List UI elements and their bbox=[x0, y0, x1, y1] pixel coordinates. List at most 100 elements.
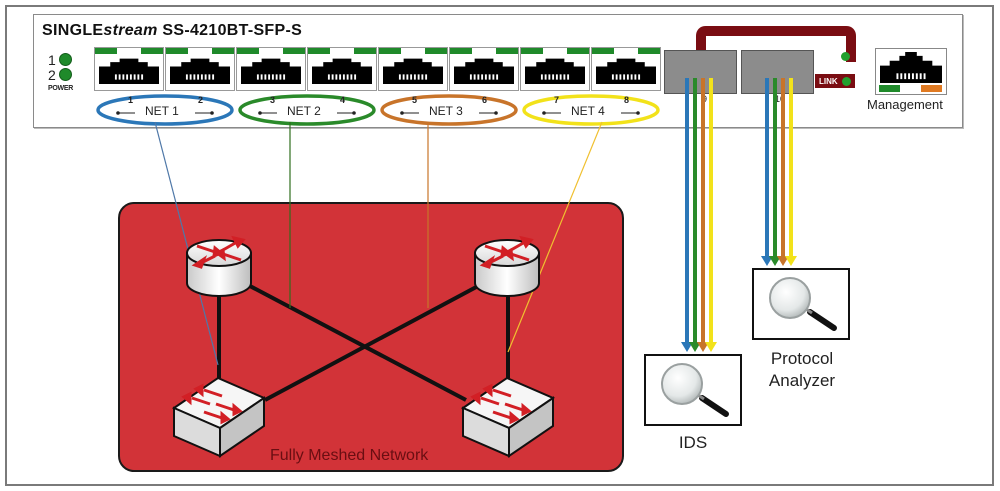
port-number-7: 7 bbox=[554, 95, 560, 105]
power-led-2: 2 bbox=[48, 67, 88, 83]
management-port bbox=[875, 48, 947, 95]
link-led-icon bbox=[841, 76, 851, 86]
brand-italic: stream bbox=[103, 22, 158, 39]
net-4-ellipse bbox=[522, 94, 660, 126]
port-number-1: 1 bbox=[128, 95, 134, 105]
router-left-icon bbox=[186, 235, 252, 297]
rj45-jack-icon bbox=[312, 56, 372, 84]
stream-arrowhead bbox=[785, 256, 797, 266]
stream-arrows-protocol-analyzer bbox=[761, 78, 797, 266]
net-connector-dot bbox=[352, 111, 356, 115]
management-label: Management bbox=[867, 97, 943, 112]
power-led-group: 1 2 POWER bbox=[48, 52, 88, 93]
switch-right-icon bbox=[460, 376, 556, 458]
stream-arrowhead bbox=[777, 256, 789, 266]
port-number-4: 4 bbox=[340, 95, 346, 105]
rj45-jack-icon bbox=[99, 56, 159, 84]
sfp-port-number: 10 bbox=[775, 94, 786, 104]
port-led-strip bbox=[166, 48, 234, 54]
mgmt-status-bar-orange bbox=[921, 85, 942, 92]
net-4-label: NET 4 bbox=[571, 104, 605, 118]
port-led-strip bbox=[592, 48, 660, 54]
ids-tool-box bbox=[644, 354, 742, 426]
stream-arrowhead bbox=[697, 342, 709, 352]
led-icon bbox=[58, 53, 72, 66]
port-number-8: 8 bbox=[624, 95, 630, 105]
stream-arrowhead bbox=[761, 256, 773, 266]
led-icon bbox=[58, 68, 72, 81]
port-led-strip bbox=[521, 48, 589, 54]
router-right-icon bbox=[474, 235, 540, 297]
mesh-network-label: Fully Meshed Network bbox=[270, 447, 429, 464]
ethernet-port-8 bbox=[591, 47, 661, 91]
model-name: SS-4210BT-SFP-S bbox=[162, 22, 303, 39]
mesh-link bbox=[264, 283, 481, 402]
port-number-3: 3 bbox=[270, 95, 276, 105]
mesh-links bbox=[217, 283, 510, 402]
stream-arrowhead bbox=[705, 342, 717, 352]
net-3-ellipse bbox=[380, 94, 518, 126]
rj45-jack-icon bbox=[596, 56, 656, 84]
brand-plain: SINGLE bbox=[42, 22, 104, 39]
net-connector-dot bbox=[636, 111, 640, 115]
net-connector-dot bbox=[494, 111, 498, 115]
port-number-5: 5 bbox=[412, 95, 418, 105]
tap-line-net1 bbox=[154, 121, 219, 366]
port-number-2: 2 bbox=[198, 95, 204, 105]
link-bracket-path bbox=[696, 26, 856, 62]
link-label-bottom: LINK bbox=[815, 74, 855, 88]
stream-arrowhead bbox=[681, 342, 693, 352]
net-3-label: NET 3 bbox=[429, 104, 463, 118]
rj45-jack-icon bbox=[525, 56, 585, 84]
port-led-strip bbox=[379, 48, 447, 54]
ethernet-port-7 bbox=[520, 47, 590, 91]
net-connector-dot bbox=[542, 111, 546, 115]
rj45-jack-icon bbox=[383, 56, 443, 84]
port-number-6: 6 bbox=[482, 95, 488, 105]
sfp-port-10 bbox=[741, 50, 814, 94]
stream-arrowhead bbox=[769, 256, 781, 266]
ethernet-port-4 bbox=[307, 47, 377, 91]
net-connector-dot bbox=[258, 111, 262, 115]
mesh-link bbox=[247, 283, 467, 402]
rj45-jack-icon bbox=[241, 56, 301, 84]
ethernet-port-3 bbox=[236, 47, 306, 91]
net-connector-dot bbox=[400, 111, 404, 115]
port-led-strip bbox=[237, 48, 305, 54]
link-led-icon bbox=[841, 52, 850, 61]
stream-arrows-ids bbox=[681, 78, 717, 352]
switch-left-icon bbox=[171, 376, 267, 458]
magnifier-icon bbox=[646, 356, 740, 424]
rj45-jack-icon bbox=[454, 56, 514, 84]
port-led-strip bbox=[95, 48, 163, 54]
ethernet-port-1 bbox=[94, 47, 164, 91]
ethernet-port-5 bbox=[378, 47, 448, 91]
ids-label: IDS bbox=[678, 433, 708, 452]
mgmt-status-bar-white bbox=[900, 85, 921, 92]
net-1-ellipse bbox=[96, 94, 234, 126]
link-label-top: LINK bbox=[811, 34, 830, 44]
magnifier-icon bbox=[754, 270, 848, 338]
net-connector-dot bbox=[116, 111, 120, 115]
rj45-jack-icon bbox=[880, 52, 942, 83]
tap-line-net4 bbox=[507, 121, 603, 353]
ethernet-port-6 bbox=[449, 47, 519, 91]
net-2-ellipse bbox=[238, 94, 376, 126]
power-label: POWER bbox=[48, 85, 73, 92]
net-2-label: NET 2 bbox=[287, 104, 321, 118]
net-1-label: NET 1 bbox=[145, 104, 179, 118]
power-led-1: 1 bbox=[48, 52, 88, 68]
mgmt-status-bar-green bbox=[879, 85, 900, 92]
protocol-analyzer-tool-box bbox=[752, 268, 850, 340]
port-led-strip bbox=[308, 48, 376, 54]
net-connector-dot bbox=[210, 111, 214, 115]
stream-arrowhead bbox=[689, 342, 701, 352]
sfp-port-9 bbox=[664, 50, 737, 94]
device-title: SINGLEstream SS-4210BT-SFP-S bbox=[42, 22, 302, 40]
rj45-jack-icon bbox=[170, 56, 230, 84]
ethernet-port-2 bbox=[165, 47, 235, 91]
